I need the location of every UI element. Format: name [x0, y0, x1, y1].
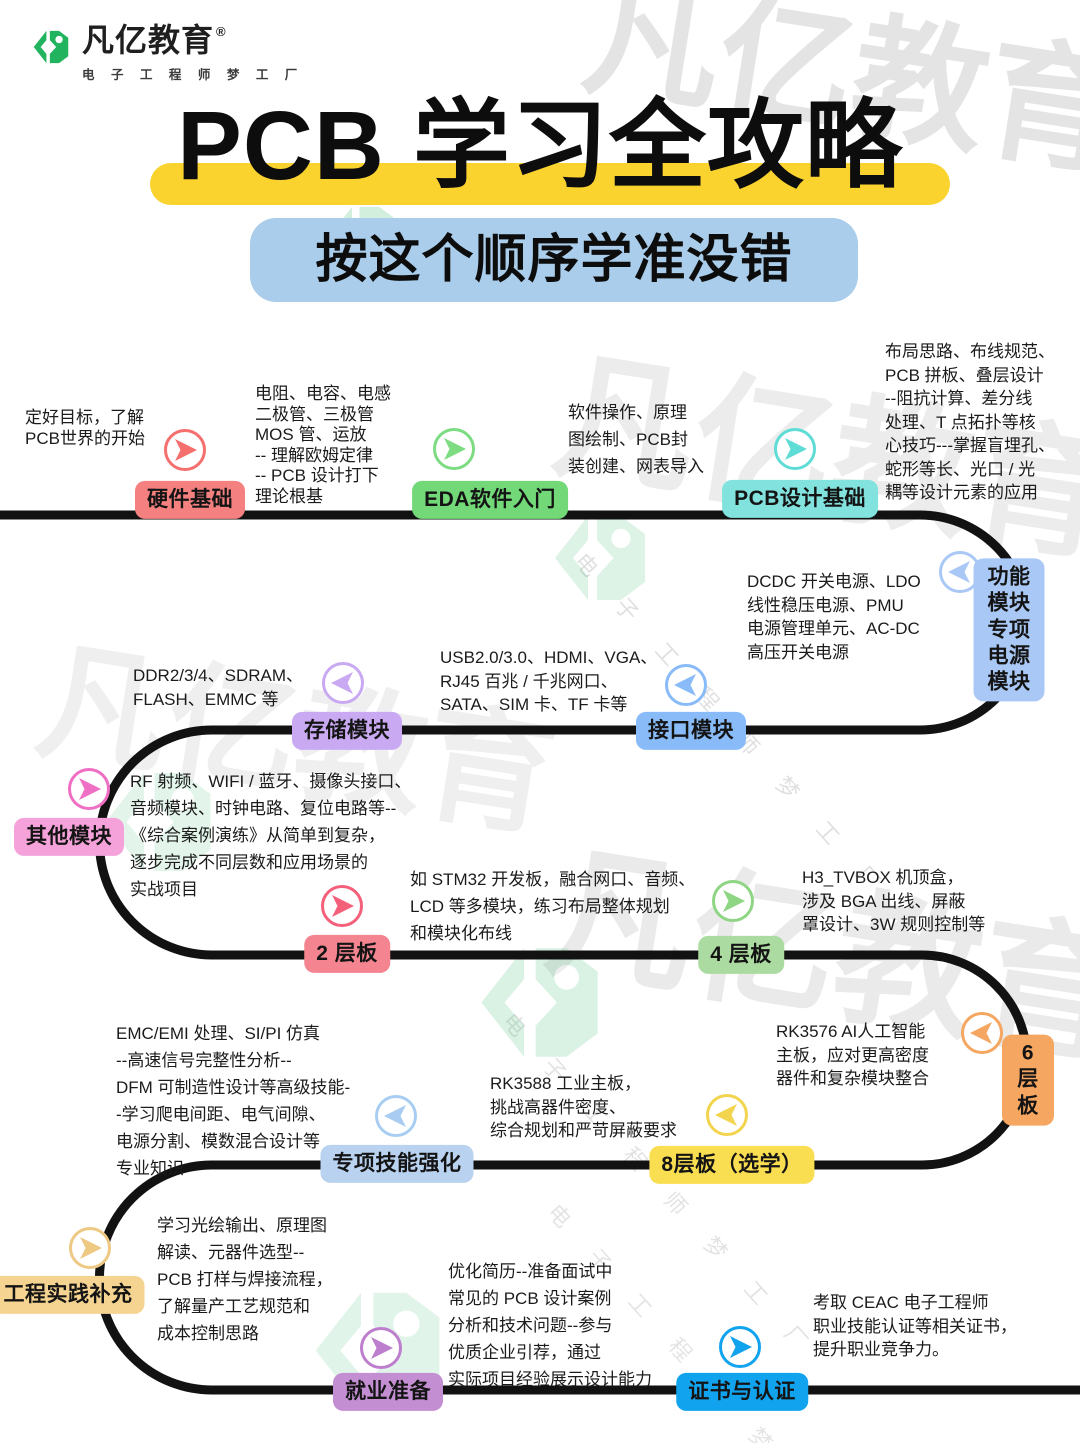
- milestone-hardware-basics: 硬件基础: [135, 480, 245, 520]
- milestone-six-layer-board: 6 层板: [1002, 1034, 1054, 1126]
- step-note: RK3576 AI人工智能 主板，应对更高密度 器件和复杂模块整合: [776, 1022, 929, 1088]
- arrow-icon: [360, 1327, 402, 1369]
- milestone-four-layer-board: 4 层板: [698, 935, 784, 975]
- page-subtitle: 按这个顺序学准没错: [315, 231, 793, 289]
- step-note: 如 STM32 开发板，融合网口、音频、 LCD 等多模块，练习布局整体规划 和…: [410, 870, 696, 943]
- brand-logo-icon: [33, 30, 69, 64]
- milestone-eda-software-intro: EDA软件入门: [412, 480, 568, 520]
- page-title: PCB 学习全攻略: [177, 91, 903, 200]
- milestone-special-skills: 专项技能强化: [320, 1144, 474, 1184]
- arrow-icon: [665, 664, 707, 706]
- milestone-eight-layer-board: 8层板（选学）: [649, 1145, 815, 1185]
- arrow-icon: [774, 428, 816, 470]
- milestone-other-modules: 其他模块: [14, 817, 124, 857]
- step-note: 优化简历--准备面试中 常见的 PCB 设计案例 分析和技术问题--参与 优质企…: [448, 1262, 652, 1389]
- arrow-icon: [322, 662, 364, 704]
- step-note: USB2.0/3.0、HDMI、VGA、 RJ45 百兆 / 千兆网口、 SAT…: [440, 648, 658, 714]
- step-note: 学习光绘输出、原理图 解读、元器件选型-- PCB 打样与焊接流程， 了解量产工…: [157, 1216, 333, 1343]
- milestone-power-module: 功能模块专项 电源模块: [973, 558, 1045, 702]
- brand-logo: 凡亿教育 ® 电 子 工 程 师 梦 工 厂: [28, 22, 304, 83]
- step-note: 软件操作、原理 图绘制、PCB封 装创建、网表导入: [568, 403, 704, 476]
- step-note: EMC/EMI 处理、SI/PI 仿真 --高速信号完整性分析-- DFM 可制…: [116, 1024, 351, 1178]
- subtitle-box: [250, 218, 858, 302]
- step-note: 布局思路、布线规范、 PCB 拼板、叠层设计 --阻抗计算、差分线 处理、T 点…: [885, 342, 1055, 502]
- milestone-two-layer-board: 2 层板: [304, 934, 390, 974]
- title-highlight-bar: [150, 163, 950, 205]
- brand-name: 凡亿教育: [82, 22, 215, 58]
- step-note: RK3588 工业主板， 挑战高器件密度、 综合规划和严苛屏蔽要求: [490, 1074, 677, 1140]
- brand-tagline: 电 子 工 程 师 梦 工 厂: [82, 67, 304, 82]
- arrow-icon: [961, 1012, 1003, 1054]
- step-note: RF 射频、WIFI / 蓝牙、摄像头接口、 音频模块、时钟电路、复位电路等--…: [130, 772, 412, 899]
- step-note: DCDC 开关电源、LDO 线性稳压电源、PMU 电源管理单元、AC-DC 高压…: [747, 572, 921, 662]
- step-note: DDR2/3/4、SDRAM、 FLASH、EMMC 等: [133, 666, 304, 709]
- arrow-icon: [706, 1094, 748, 1136]
- registered-mark: ®: [216, 24, 226, 39]
- step-note: 考取 CEAC 电子工程师 职业技能认证等相关证书， 提升职业竞争力。: [813, 1293, 1017, 1359]
- arrow-icon: [433, 428, 475, 470]
- step-note: 定好目标，了解 PCB世界的开始: [25, 408, 145, 448]
- arrow-icon: [719, 1326, 761, 1368]
- milestone-pcb-design-basics: PCB设计基础: [722, 479, 878, 519]
- arrow-icon: [164, 429, 206, 471]
- milestone-interface-module: 接口模块: [636, 711, 746, 751]
- step-note: 电阻、电容、电感 二极管、三极管 MOS 管、运放 -- 理解欧姆定律 -- P…: [255, 384, 391, 506]
- milestone-job-preparation: 就业准备: [333, 1372, 443, 1412]
- arrow-icon: [375, 1095, 417, 1137]
- step-note: H3_TVBOX 机顶盒， 涉及 BGA 出线、屏蔽 罩设计、3W 规则控制等: [802, 868, 986, 934]
- arrow-icon: [68, 768, 110, 810]
- milestone-engineering-practice: 工程实践补充: [0, 1275, 145, 1315]
- arrow-icon: [69, 1227, 111, 1269]
- milestone-storage-module: 存储模块: [292, 711, 402, 751]
- milestone-certification: 证书与认证: [676, 1372, 808, 1412]
- arrow-icon: [712, 880, 754, 922]
- arrow-icon: [321, 885, 363, 927]
